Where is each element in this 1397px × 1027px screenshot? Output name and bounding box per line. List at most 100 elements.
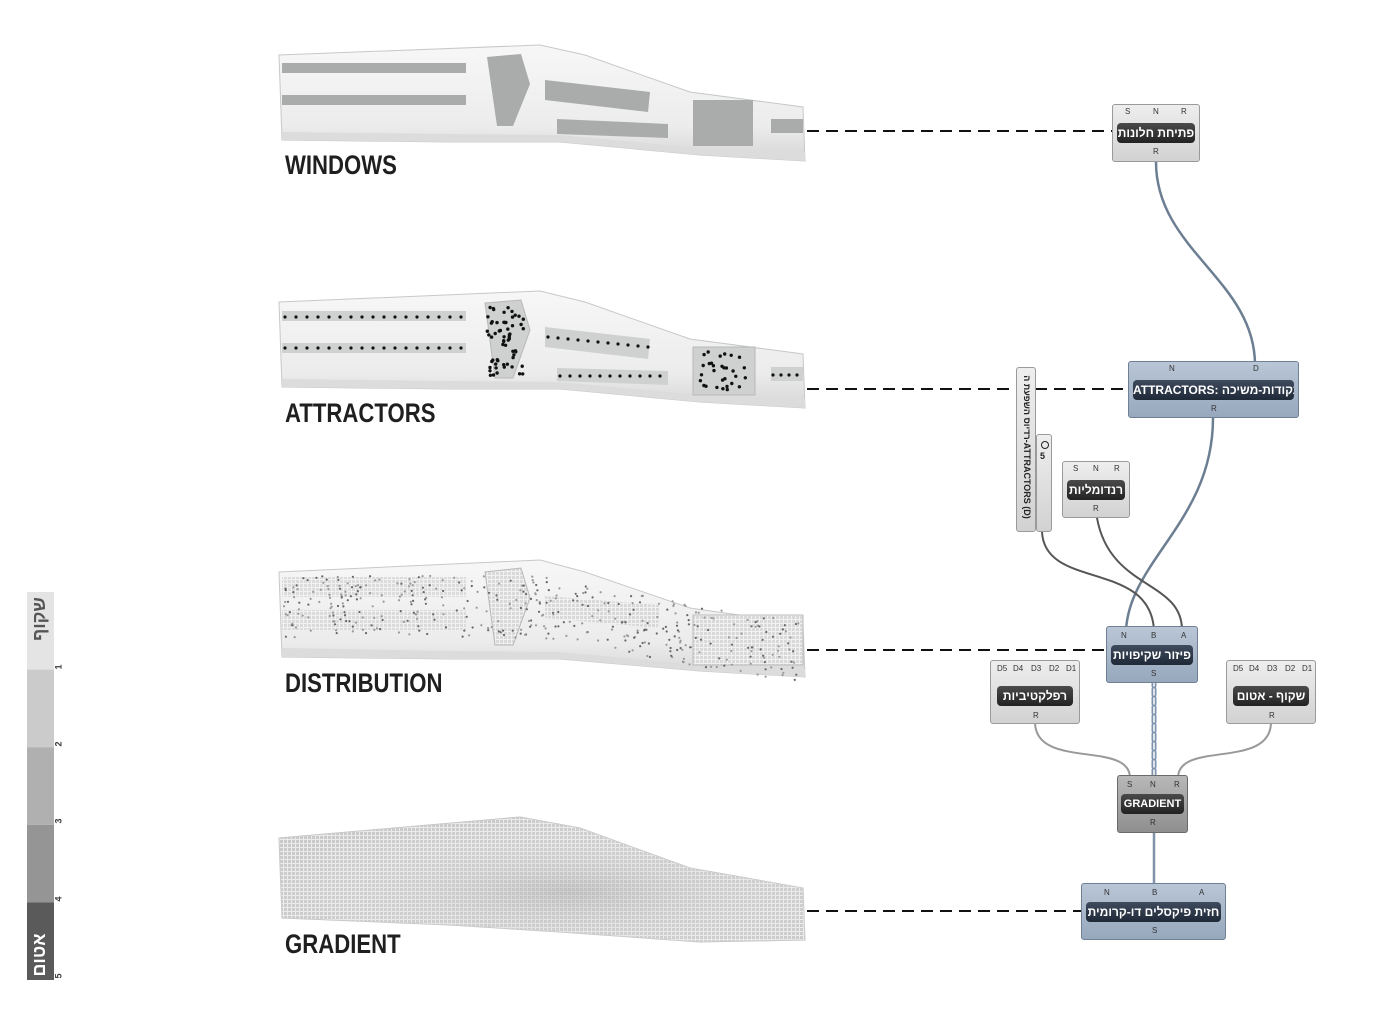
port-input[interactable]: D1 xyxy=(1302,664,1313,673)
slider-attractor-radius[interactable]: רדיוס השפעת ה-ATTRACTORS (D) xyxy=(1016,367,1036,532)
attractor-point xyxy=(360,315,364,319)
distribution-pixel xyxy=(330,602,333,605)
port-output[interactable]: S xyxy=(1151,669,1157,678)
port-output[interactable]: R xyxy=(1153,147,1159,156)
node-attractors[interactable]: N D ATTRACTORS: נקודות-משיכה R xyxy=(1128,361,1299,418)
distribution-pixel xyxy=(461,635,464,638)
distribution-pixel xyxy=(703,616,706,619)
distribution-pixel xyxy=(686,614,689,617)
port-input[interactable]: D3 xyxy=(1267,664,1278,673)
node-double-skin-facade[interactable]: N B A חזית פיקסלים דו-קרומית S xyxy=(1081,883,1226,940)
port-output[interactable]: R xyxy=(1269,711,1275,720)
attractor-point xyxy=(566,337,570,341)
distribution-pixel xyxy=(674,612,677,615)
node-transparent-opaque[interactable]: D5 D4 D3 D2 D1 שקוף - אטום R xyxy=(1226,660,1316,724)
distribution-pixel xyxy=(537,610,541,613)
port-input[interactable]: D4 xyxy=(1013,664,1024,673)
distribution-pixel xyxy=(350,586,354,589)
port-input[interactable]: R xyxy=(1174,780,1180,789)
distribution-pixel xyxy=(599,619,602,622)
port-input[interactable]: D5 xyxy=(997,664,1008,673)
port-input[interactable]: D4 xyxy=(1249,664,1260,673)
distribution-pixel xyxy=(483,586,486,589)
port-input[interactable]: D xyxy=(1253,364,1259,373)
port-input[interactable]: S xyxy=(1125,107,1131,116)
port-input[interactable]: D1 xyxy=(1066,664,1077,673)
port-input[interactable]: D5 xyxy=(1233,664,1244,673)
distribution-pixel xyxy=(412,611,415,614)
attractor-point xyxy=(327,315,331,319)
node-gradient[interactable]: S N R GRADIENT R xyxy=(1117,775,1188,833)
legend-top-label: שקוף xyxy=(29,597,49,641)
distribution-pixel xyxy=(321,575,324,578)
attractor-point xyxy=(488,305,492,310)
distribution-pixel xyxy=(607,601,610,605)
port-output[interactable]: R xyxy=(1093,504,1099,513)
attractor-point xyxy=(486,315,490,319)
distribution-pixel xyxy=(284,600,287,604)
slider-knob-icon[interactable] xyxy=(1041,441,1049,449)
node-windows-opening[interactable]: S N R פתיחת חלונות R xyxy=(1112,104,1200,162)
node-transparency-distribution[interactable]: N B A פיזור שקיפויות S xyxy=(1106,626,1198,683)
legend-swatch xyxy=(27,747,54,825)
attractor-point xyxy=(349,346,353,350)
distribution-pixel xyxy=(700,607,704,610)
distribution-pixel xyxy=(402,620,405,624)
port-input[interactable]: N xyxy=(1093,464,1099,473)
distribution-pixel xyxy=(591,596,594,599)
port-input[interactable]: B xyxy=(1151,631,1157,640)
distribution-pixel xyxy=(574,592,577,595)
distribution-pixel xyxy=(411,594,414,597)
port-input[interactable]: N xyxy=(1153,107,1159,116)
distribution-pixel xyxy=(672,604,675,608)
port-input[interactable]: B xyxy=(1152,888,1158,897)
port-input[interactable]: N xyxy=(1121,631,1127,640)
distribution-pixel xyxy=(403,590,406,593)
attractor-point xyxy=(316,346,320,350)
distribution-pixel xyxy=(613,595,616,598)
distribution-pixel xyxy=(297,608,300,611)
distribution-pixel xyxy=(631,649,634,652)
attractor-point xyxy=(606,341,610,345)
attractor-point xyxy=(495,320,499,325)
distribution-pixel xyxy=(365,584,368,587)
port-input[interactable]: S xyxy=(1073,464,1079,473)
distribution-pixel xyxy=(623,635,626,638)
port-input[interactable]: R xyxy=(1114,464,1120,473)
attractor-point xyxy=(558,374,562,378)
distribution-pixel xyxy=(746,618,749,622)
attractor-point xyxy=(517,314,521,318)
port-input[interactable]: N xyxy=(1169,364,1175,373)
port-output[interactable]: R xyxy=(1033,711,1039,720)
node-reflectivity[interactable]: D5 D4 D3 D2 D1 רפלקטיביות R xyxy=(990,660,1080,724)
distribution-pixel xyxy=(664,625,668,629)
distribution-pixel xyxy=(312,590,315,594)
distribution-pixel xyxy=(591,615,594,618)
distribution-pixel xyxy=(795,673,798,676)
port-input[interactable]: D2 xyxy=(1049,664,1060,673)
node-randomness[interactable]: S N R רנדומליות R xyxy=(1062,461,1130,518)
distribution-pixel xyxy=(370,624,373,627)
port-input[interactable]: D2 xyxy=(1285,664,1296,673)
port-output[interactable]: R xyxy=(1211,404,1217,413)
distribution-pixel xyxy=(787,642,790,645)
slider-track[interactable]: 5 xyxy=(1036,434,1052,532)
distribution-pixel xyxy=(297,612,300,615)
port-output[interactable]: S xyxy=(1152,926,1158,935)
port-input[interactable]: N xyxy=(1150,780,1156,789)
distribution-pixel xyxy=(739,669,742,673)
port-input[interactable]: S xyxy=(1127,780,1133,789)
distribution-pixel xyxy=(696,625,699,628)
port-input[interactable]: A xyxy=(1199,888,1205,897)
port-output[interactable]: R xyxy=(1150,818,1156,827)
attractor-point xyxy=(698,379,703,383)
port-input[interactable]: D3 xyxy=(1031,664,1042,673)
port-input[interactable]: R xyxy=(1181,107,1187,116)
port-input[interactable]: N xyxy=(1104,888,1110,897)
distribution-pixel xyxy=(400,582,403,585)
distribution-pixel xyxy=(552,637,555,640)
distribution-pixel xyxy=(509,607,512,610)
facade-gradient xyxy=(278,816,806,943)
port-input[interactable]: A xyxy=(1181,631,1187,640)
distribution-pixel xyxy=(699,638,703,641)
